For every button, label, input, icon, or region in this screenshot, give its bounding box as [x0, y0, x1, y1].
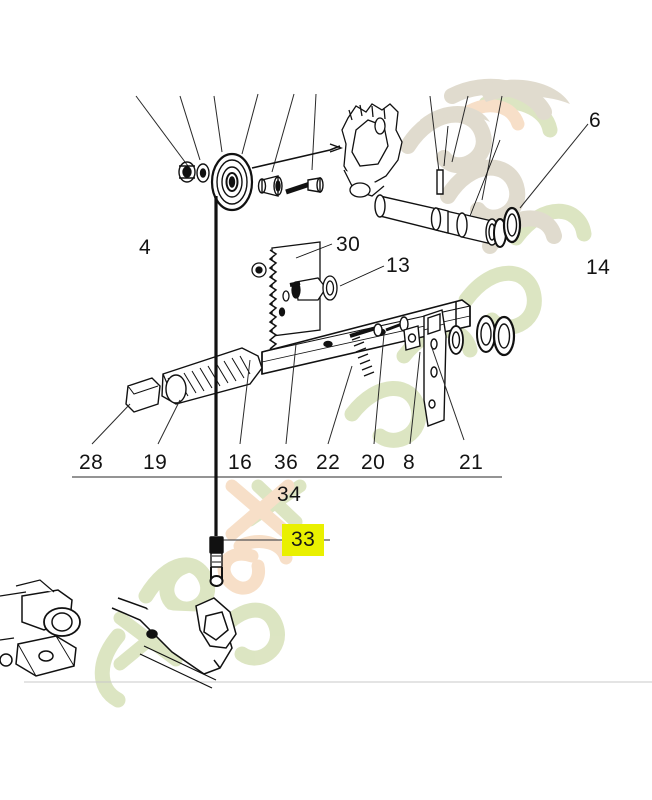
pulley-assembly-group	[178, 143, 344, 212]
hand-grip-group	[125, 347, 263, 413]
callout-label-28[interactable]: 28	[79, 451, 104, 474]
callout-label-4[interactable]: 4	[139, 236, 152, 259]
callout-label-22[interactable]: 22	[316, 451, 341, 474]
callout-label-20[interactable]: 20	[361, 451, 386, 474]
callout-label-34[interactable]: 34	[277, 483, 302, 506]
shaft-and-bushings-group	[374, 125, 522, 248]
callout-label-21[interactable]: 21	[459, 451, 484, 474]
nut-part	[178, 161, 196, 183]
callout-label-19[interactable]: 19	[143, 451, 168, 474]
washer-part	[196, 163, 210, 183]
callout-label-8[interactable]: 8	[403, 451, 416, 474]
bolt-part	[285, 177, 324, 195]
ratchet-assembly-group	[251, 241, 385, 350]
callout-label-6[interactable]: 6	[589, 109, 602, 132]
callout-label-14[interactable]: 14	[586, 256, 611, 279]
main-brake-cable	[209, 196, 224, 587]
callout-label-13[interactable]: 13	[386, 254, 411, 277]
callout-label-16[interactable]: 16	[228, 451, 253, 474]
spring-and-bolt-group	[349, 316, 409, 377]
spacer-sleeve	[257, 175, 283, 197]
pulley-wheel	[210, 152, 254, 212]
callout-label-33-highlighted[interactable]: 33	[282, 524, 325, 556]
pedal-arm-assembly	[0, 579, 237, 689]
watermark-forcetspares	[94, 78, 592, 708]
mounting-plate-group	[403, 309, 516, 427]
top-leader-lines	[135, 93, 589, 209]
callout-label-30[interactable]: 30	[336, 233, 361, 256]
callout-label-36[interactable]: 36	[274, 451, 299, 474]
cast-bracket-group	[341, 103, 403, 198]
bottom-leader-lines	[91, 333, 465, 445]
